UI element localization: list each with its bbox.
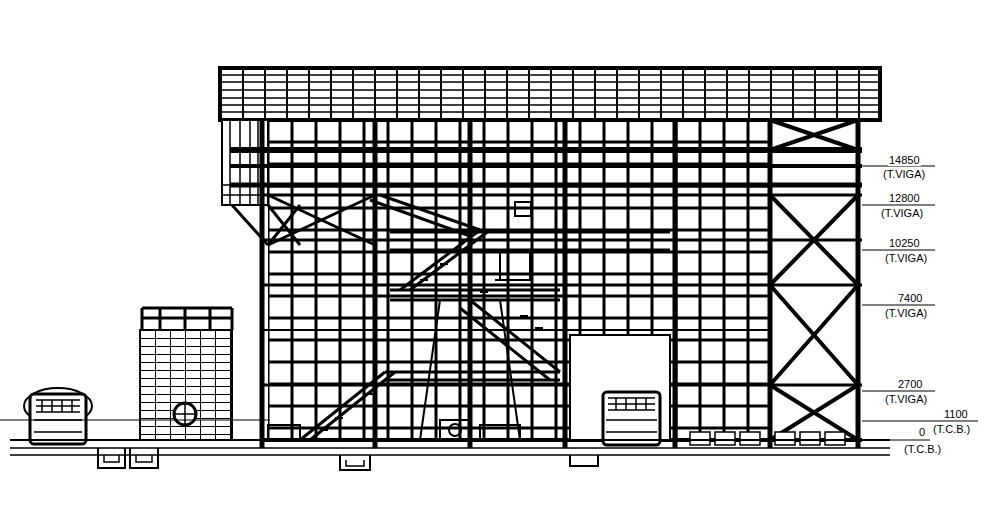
level-note: (T.VIGA): [884, 307, 928, 319]
level-note: (T.C.B.): [932, 423, 971, 435]
level-note: (T.VIGA): [880, 207, 924, 219]
level-note: (T.C.B.): [903, 443, 942, 455]
level-value: 2700: [897, 378, 923, 390]
level-value: 0: [918, 426, 926, 438]
level-value: 1100: [943, 408, 969, 420]
level-value: 10250: [888, 237, 921, 249]
level-value: 12800: [888, 192, 921, 204]
level-value: 7400: [897, 292, 923, 304]
level-value: 14850: [888, 154, 921, 166]
level-note: (T.VIGA): [884, 393, 928, 405]
level-note: (T.VIGA): [882, 168, 926, 180]
level-note: (T.VIGA): [884, 252, 928, 264]
